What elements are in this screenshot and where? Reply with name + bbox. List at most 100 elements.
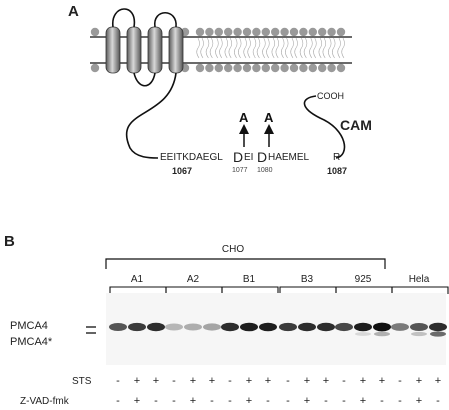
pmca4-label: PMCA4 (10, 320, 48, 332)
band-pmca4 (410, 322, 428, 332)
lipid-tail (271, 37, 275, 59)
lipid-tail (313, 37, 317, 59)
lipid-tail (205, 37, 210, 59)
lipid-tail (238, 37, 242, 59)
lipid-tail (322, 37, 326, 59)
lipid-head (318, 27, 327, 37)
lipid-heads (90, 27, 346, 73)
lipid-tail (234, 37, 238, 59)
zvad-sign: - (286, 395, 290, 407)
zvad-sign: - (210, 395, 214, 407)
aspartate-1077: D (233, 149, 243, 165)
band-pmca4 (128, 322, 146, 332)
band-pmca4 (373, 322, 391, 332)
lipid-tail (200, 37, 204, 59)
lipid-tail (266, 37, 270, 59)
sts-sign: + (209, 375, 215, 387)
band-pmca4 (298, 322, 316, 332)
zvad-sign: + (190, 395, 196, 407)
sts-sign: - (398, 375, 402, 387)
position-1077: 1077 (232, 167, 248, 174)
zvad-sign: + (360, 395, 366, 407)
mutation-arrow-1: A (239, 110, 249, 147)
sts-sign: + (153, 375, 159, 387)
lipid-tail (309, 37, 313, 59)
band-pmca4 (147, 322, 165, 332)
sts-row-label: STS (72, 376, 92, 387)
lane-group-label: B3 (301, 274, 314, 285)
lipid-tail (196, 37, 200, 59)
zvad-sign: - (172, 395, 176, 407)
zvad-sign: - (228, 395, 232, 407)
lipid-head (214, 27, 223, 37)
lane-group-label: A2 (187, 274, 200, 285)
lipid-tail (332, 37, 336, 59)
lipid-head (90, 63, 100, 73)
lipid-tail (294, 37, 298, 59)
band-pmca4 (335, 322, 353, 332)
lipid-head (299, 63, 308, 73)
lipid-head (252, 27, 261, 37)
lipid-head (271, 63, 280, 73)
mutation-arrow-2: A (264, 110, 274, 147)
lipid-tail (285, 37, 289, 59)
position-1080: 1080 (257, 167, 273, 174)
lipid-tail (318, 37, 322, 59)
lane-group-label: A1 (131, 274, 144, 285)
lipid-tail (219, 37, 223, 59)
sequence-left: EEITKDAEGL (160, 152, 223, 163)
zvad-sign: - (266, 395, 270, 407)
sts-sign: + (323, 375, 329, 387)
sts-sign: - (116, 375, 120, 387)
lane-group-brackets (109, 286, 449, 294)
lipid-head (289, 63, 299, 73)
lipid-head (336, 63, 346, 73)
helix-2 (126, 26, 142, 74)
lipid-tail (262, 37, 266, 59)
zvad-sign: - (154, 395, 158, 407)
lane-group-bracket (335, 286, 393, 294)
sequence-mid-1: EI (244, 152, 253, 163)
band-pmca4 (184, 323, 202, 331)
band-pmca4-cleaved (355, 332, 371, 336)
lipid-head (205, 27, 214, 37)
band-pmca4 (391, 323, 409, 331)
lipid-tail (290, 37, 294, 59)
band-pmca4 (165, 323, 183, 331)
band-pmca4 (429, 322, 447, 332)
lipid-head (261, 63, 270, 73)
c-terminus-label: COOH (317, 91, 344, 101)
lipid-tail (228, 37, 232, 59)
cam-label: CAM (340, 117, 372, 133)
lipid-head (318, 63, 327, 73)
lipid-head (271, 27, 280, 37)
sts-sign: - (286, 375, 290, 387)
sts-sign: + (379, 375, 385, 387)
lipid-head (242, 27, 252, 37)
zvad-sign: - (324, 395, 328, 407)
lipid-tail (281, 37, 285, 59)
sts-sign: + (416, 375, 422, 387)
lipid-tails (196, 37, 345, 59)
lipid-head (233, 27, 242, 37)
band-pmca4 (279, 322, 297, 332)
band-pmca4 (354, 322, 372, 332)
band-pmca4-cleaved (411, 331, 427, 337)
lipid-head (214, 63, 223, 73)
zvad-sign: - (342, 395, 346, 407)
band-pmca4-cleaved (430, 331, 446, 337)
lipid-head (224, 63, 233, 73)
lipid-tail (256, 37, 261, 59)
pmca4-cleaved-label: PMCA4* (10, 336, 53, 348)
sequence-end: R (333, 152, 340, 163)
sts-signs: -++-++-++-++-++-++ (116, 375, 441, 387)
lipid-head (289, 27, 299, 37)
zvad-sign: + (304, 395, 310, 407)
lipid-head (327, 63, 336, 73)
lipid-head (280, 27, 289, 37)
lipid-head (233, 63, 242, 73)
cho-label: CHO (222, 244, 244, 255)
